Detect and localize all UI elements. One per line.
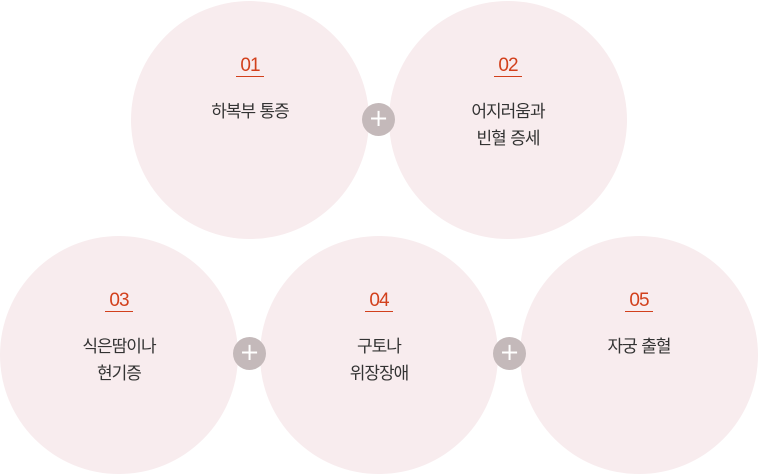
step-number: 01 — [131, 55, 369, 77]
step-label: 자궁 출혈 — [607, 337, 672, 357]
step-number: 03 — [0, 290, 238, 312]
step-circle-1: 01 하복부 통증 — [131, 1, 369, 239]
step-number: 05 — [520, 290, 758, 312]
plus-icon: + — [493, 337, 526, 370]
step-number: 04 — [260, 290, 498, 312]
step-label: 하복부 통증 — [211, 102, 290, 122]
plus-icon: + — [233, 337, 266, 370]
step-number: 02 — [389, 55, 627, 77]
step-circle-5: 05 자궁 출혈 — [520, 236, 758, 474]
plus-icon: + — [362, 103, 395, 136]
